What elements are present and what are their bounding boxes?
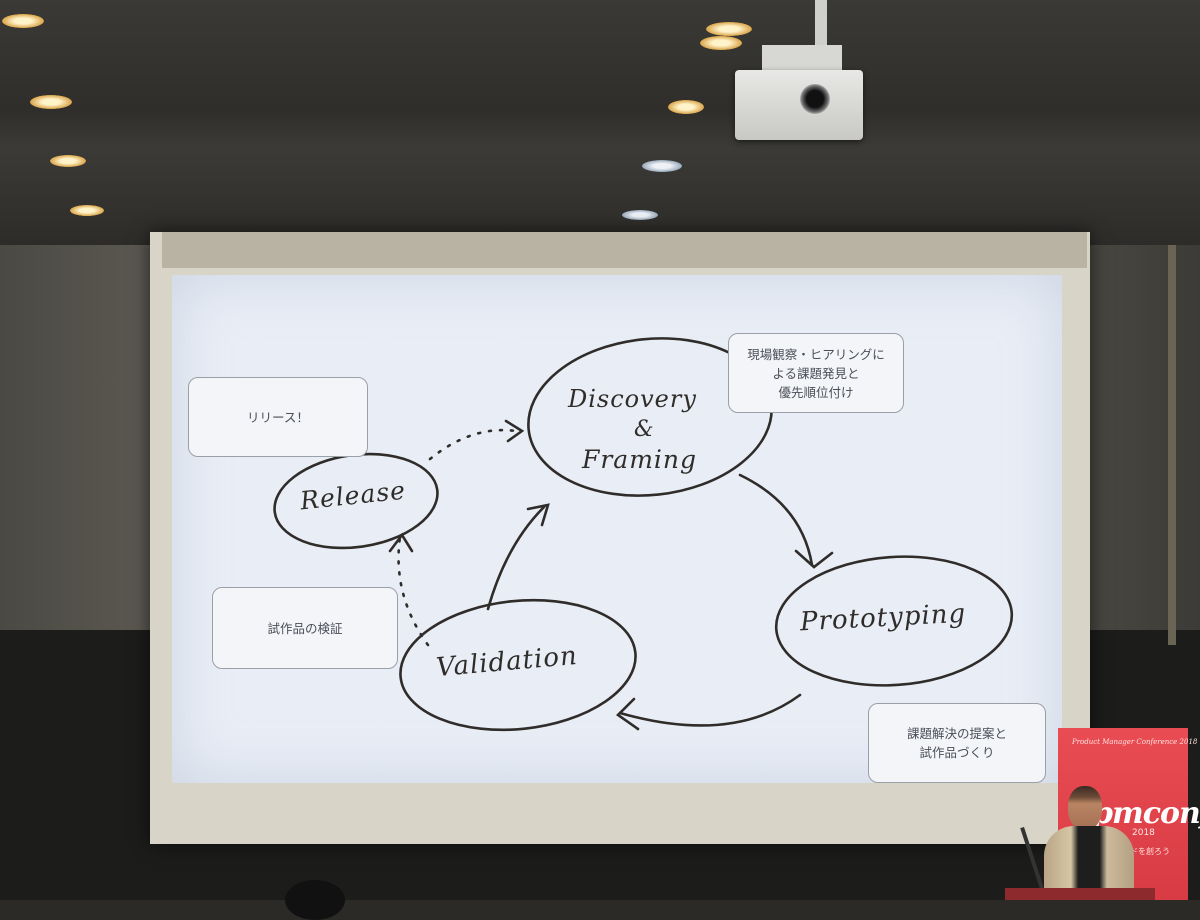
ceiling-light <box>642 160 682 172</box>
wall-pillar <box>1168 245 1176 645</box>
ceiling <box>0 0 1200 245</box>
ceiling-light <box>622 210 658 220</box>
discovery-callout: 現場観察・ヒアリングに よる課題発見と 優先順位付け <box>728 333 904 413</box>
projector-pole <box>815 0 827 48</box>
screen-housing <box>162 232 1087 268</box>
banner-tagline: Product Manager Conference 2018 <box>1072 738 1198 746</box>
banner-logo: pmconf <box>1092 796 1200 831</box>
prototyping-callout: 課題解決の提案と 試作品づくり <box>868 703 1046 783</box>
arrow-head <box>615 697 640 731</box>
node-ampersand: & <box>634 417 655 442</box>
ceiling-light <box>668 100 704 114</box>
speaker-head <box>1068 786 1102 830</box>
arrow-head <box>794 549 834 569</box>
speaker <box>1040 786 1135 900</box>
ceiling-light <box>700 36 742 50</box>
ceiling-light <box>70 205 104 216</box>
podium <box>1005 888 1155 900</box>
arrow-discovery-to-prototyping <box>738 473 814 567</box>
projector-mount <box>762 45 842 73</box>
speaker-body <box>1044 826 1134 900</box>
presentation-slide: Discovery & Framing Release Validation P… <box>172 275 1062 783</box>
projector-lens <box>800 84 830 114</box>
banner-subtitle: ドを創ろう <box>1130 847 1170 856</box>
ceiling-light <box>50 155 86 167</box>
arrow-validation-to-release <box>397 535 430 647</box>
node-discovery-label: Discovery <box>568 385 697 413</box>
projector <box>735 70 863 140</box>
audience-member <box>285 880 345 920</box>
arrow-validation-to-discovery <box>486 505 546 611</box>
arrow-head <box>526 503 550 527</box>
banner-year: 2018 <box>1132 828 1155 838</box>
ceiling-light <box>2 14 44 28</box>
validation-callout: 試作品の検証 <box>212 587 398 669</box>
validation-ellipse <box>399 598 637 732</box>
arrow-prototyping-to-validation <box>618 693 802 727</box>
prototyping-ellipse <box>774 555 1014 687</box>
node-framing-label: Framing <box>582 445 698 474</box>
arrow-release-to-discovery <box>428 428 518 461</box>
arrow-head <box>388 532 414 553</box>
arrow-head <box>504 419 525 443</box>
release-callout: リリース！ <box>188 377 368 457</box>
ceiling-light <box>706 22 752 36</box>
ceiling-light <box>30 95 72 109</box>
